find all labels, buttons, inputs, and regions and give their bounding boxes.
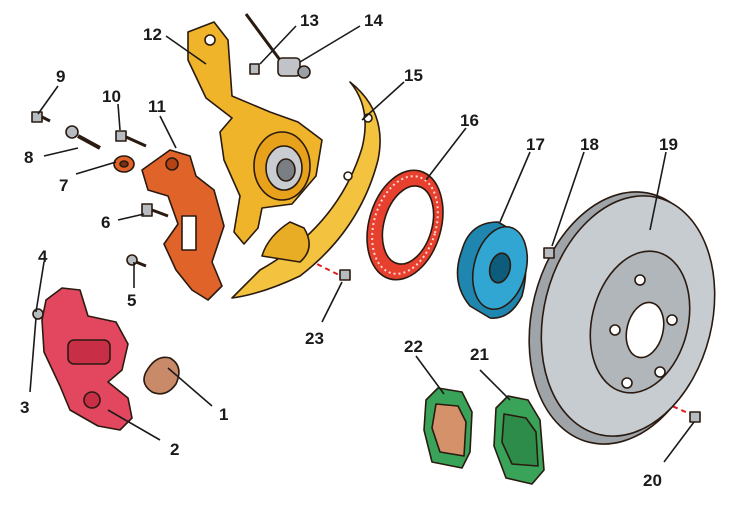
bolt-icon	[249, 63, 260, 75]
part-number-label: 7	[59, 176, 68, 195]
wheel-hub-icon	[456, 221, 528, 319]
abs-tone-ring-icon	[366, 169, 444, 281]
part-number-label: 23	[305, 329, 324, 348]
part-number-label: 22	[404, 337, 423, 356]
part-number-label: 9	[56, 67, 65, 86]
part-number-label: 13	[300, 11, 319, 30]
bolt-icon	[339, 269, 351, 281]
bolt-icon	[115, 130, 147, 148]
part-number-label: 6	[101, 213, 110, 232]
splash-shield-icon	[231, 81, 381, 299]
part-number-label: 11	[148, 97, 166, 116]
part-number-label: 14	[364, 11, 383, 30]
anti-rattle-spring-icon	[143, 356, 180, 395]
leader-lines	[29, 25, 695, 463]
brake-caliper-icon	[41, 287, 133, 431]
bolt-icon	[543, 247, 555, 259]
brake-pad-icon	[493, 395, 545, 485]
part-number-label: 20	[643, 471, 662, 490]
brake-disc-icon	[528, 191, 716, 445]
part-number-label: 19	[659, 135, 678, 154]
part-number-label: 17	[526, 135, 545, 154]
guide-pin-icon	[65, 125, 101, 150]
part-numbers: 1 2 3 4 5 6 7 8 9 10 11 12 13 14 15 16 1…	[20, 11, 678, 490]
brake-pad-icon	[423, 387, 473, 469]
disc-screw-icon	[689, 411, 701, 423]
part-number-label: 8	[24, 148, 33, 167]
part-number-label: 21	[470, 345, 489, 364]
part-number-label: 10	[102, 87, 121, 106]
steering-knuckle-icon	[187, 21, 323, 245]
bolt-icon	[31, 111, 51, 123]
part-number-label: 16	[460, 111, 479, 130]
part-number-label: 5	[127, 291, 136, 310]
part-number-label: 4	[38, 247, 48, 266]
part-number-label: 2	[170, 440, 179, 459]
bolt-icon	[126, 254, 147, 268]
bolt-icon	[141, 203, 169, 218]
part-number-label: 12	[143, 25, 162, 44]
guide-bushing-icon	[113, 155, 135, 173]
part-number-label: 1	[219, 405, 228, 424]
part-number-label: 3	[20, 398, 29, 417]
caliper-bracket-icon	[141, 149, 225, 301]
abs-sensor-icon	[244, 13, 311, 79]
bleeder-cap-icon	[32, 308, 44, 320]
part-number-label: 15	[404, 66, 423, 85]
part-number-label: 18	[580, 135, 599, 154]
